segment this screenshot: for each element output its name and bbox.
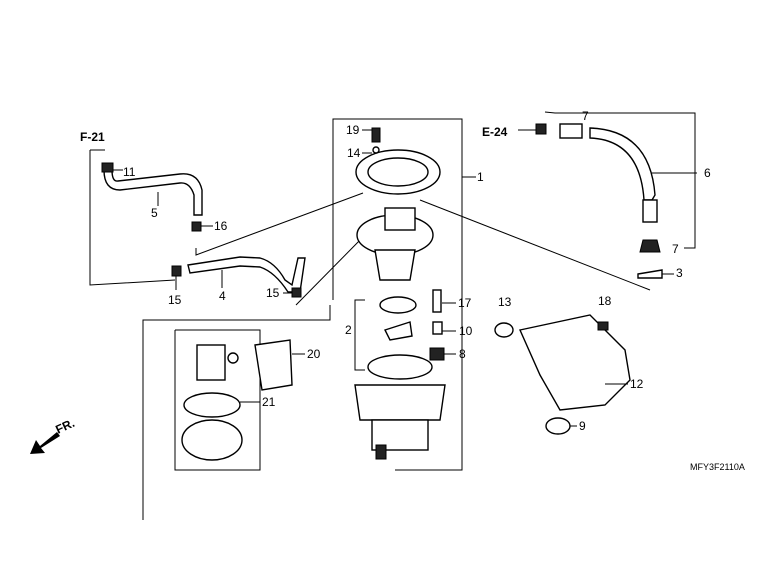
- leader-ticks: [113, 129, 674, 427]
- callout-1: 1: [477, 170, 484, 184]
- callout-2: 2: [345, 323, 352, 337]
- filter-kit: [181, 339, 293, 461]
- callout-4: 4: [219, 289, 226, 303]
- front-arrow-icon: [30, 432, 60, 454]
- callout-5: 5: [151, 206, 158, 220]
- group-lines: [89, 111, 697, 520]
- callout-11: 11: [123, 165, 136, 179]
- callout-3: 3: [676, 266, 683, 280]
- ref-f21: F-21: [80, 130, 105, 144]
- callout-7-bottom: 7: [672, 242, 679, 256]
- callout-18: 18: [598, 294, 612, 308]
- callout-7-top: 7: [582, 109, 589, 123]
- callout-9: 9: [579, 419, 586, 433]
- callout-15-right: 15: [266, 286, 280, 300]
- fuel-pump-assembly: [354, 127, 446, 460]
- callout-13: 13: [498, 295, 512, 309]
- diagram-code: MFY3F2110A: [690, 462, 745, 472]
- callout-15-left: 15: [168, 293, 182, 307]
- callout-16: 16: [214, 219, 228, 233]
- callout-10: 10: [459, 324, 473, 338]
- hose-6: [535, 123, 663, 279]
- callout-17: 17: [458, 296, 472, 310]
- ref-front: FR.: [53, 416, 76, 437]
- callout-12: 12: [630, 377, 644, 391]
- hose-4: [171, 221, 306, 298]
- callout-19: 19: [346, 123, 360, 137]
- callout-20: 20: [307, 347, 321, 361]
- callout-8: 8: [459, 347, 466, 361]
- bracket-12: [494, 314, 631, 435]
- callout-14: 14: [347, 146, 361, 160]
- ref-e24: E-24: [482, 125, 508, 139]
- hose-5: [101, 162, 203, 216]
- callout-21: 21: [262, 395, 276, 409]
- callout-6: 6: [704, 166, 711, 180]
